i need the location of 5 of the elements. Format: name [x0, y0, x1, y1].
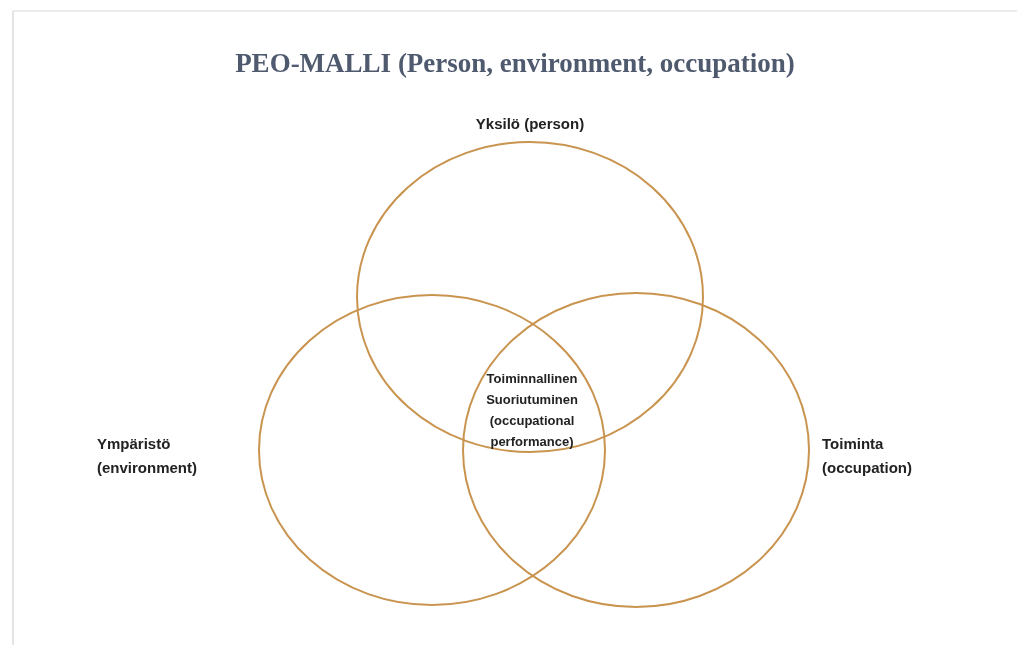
- circle-label: Yksilö (person): [400, 112, 660, 136]
- circle-label: Ympäristö (environment): [97, 432, 247, 480]
- overlap-label: Toiminnallinen Suoriutuminen (occupational performance): [485, 370, 579, 451]
- diagram-title: PEO-MALLI (Person, environment, occupation): [234, 48, 796, 79]
- circle-label: Toiminta (occupation): [822, 432, 972, 480]
